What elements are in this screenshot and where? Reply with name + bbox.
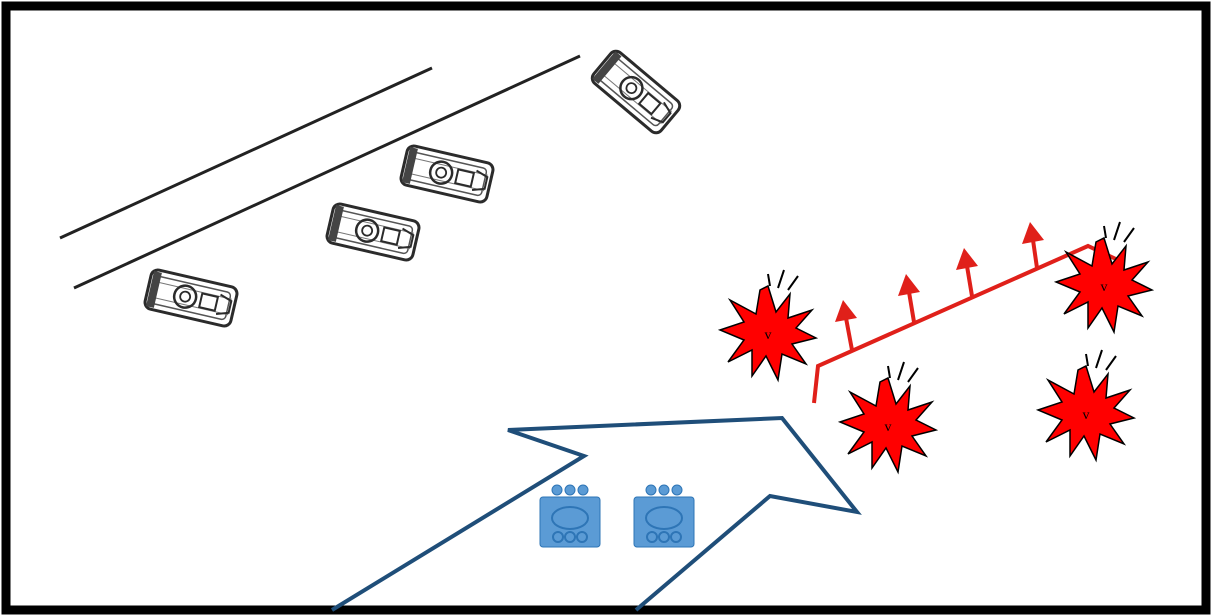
armored-vehicle-icon [398, 143, 496, 205]
explosion-icon: v [719, 269, 817, 381]
armored-vehicle-icon [324, 201, 422, 263]
friendly-vehicle-icon [633, 484, 695, 548]
explosion-icon: v [1037, 349, 1135, 461]
explosion-label: v [885, 420, 892, 435]
road-edge-upper [59, 66, 433, 240]
explosion-label: v [765, 328, 772, 343]
friendly-units [539, 484, 695, 548]
explosion-label: v [1083, 408, 1090, 423]
armored-vehicle-icon [142, 267, 240, 329]
advance-arrow [330, 415, 862, 612]
armored-vehicle-icon [587, 46, 685, 138]
explosion-label: v [1101, 280, 1108, 295]
enemy-convoy [142, 46, 685, 329]
explosions: v v v v [719, 221, 1153, 473]
road [59, 54, 581, 290]
front-line-arrow [835, 300, 857, 351]
front-line [812, 222, 1119, 404]
front-line-arrow [956, 248, 978, 297]
front-line-arrow [898, 274, 920, 323]
explosion-icon: v [1055, 221, 1153, 333]
friendly-vehicle-icon [539, 484, 601, 548]
road-edge-lower [73, 54, 581, 290]
front-line-arrow [1022, 222, 1044, 269]
explosion-icon: v [839, 361, 937, 473]
